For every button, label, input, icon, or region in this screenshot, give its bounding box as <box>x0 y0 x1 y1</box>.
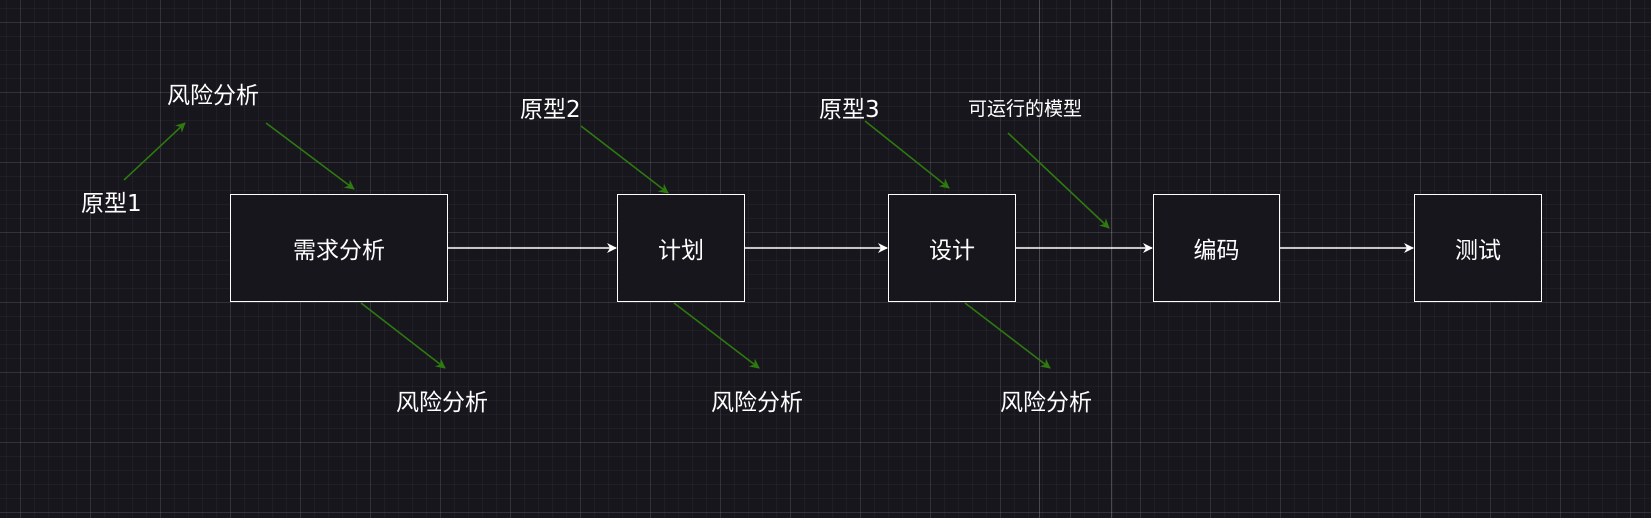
node-design-label: 设计 <box>929 238 975 264</box>
label-risk-analysis-requirements[interactable]: 风险分析 <box>396 390 488 416</box>
label-prototype2[interactable]: 原型2 <box>520 97 581 123</box>
arrow-prototype1-to-risk[interactable] <box>123 122 186 181</box>
node-design[interactable]: 设计 <box>888 194 1016 302</box>
node-coding-label: 编码 <box>1193 238 1240 264</box>
node-plan-label: 计划 <box>658 238 704 264</box>
arrow-risk-to-requirements[interactable] <box>265 122 355 190</box>
arrow-prototype3-to-design[interactable] <box>864 120 950 189</box>
arrow-plan-to-risk[interactable] <box>673 302 760 369</box>
node-requirements-label: 需求分析 <box>293 238 385 264</box>
node-requirements[interactable]: 需求分析 <box>230 194 448 302</box>
label-prototype1[interactable]: 原型1 <box>81 191 142 217</box>
arrow-model-to-coding[interactable] <box>1007 132 1110 229</box>
guide-line <box>1039 0 1040 518</box>
arrow-prototype2-to-plan[interactable] <box>580 125 669 194</box>
label-runnable-model[interactable]: 可运行的模型 <box>968 98 1083 120</box>
arrow-requirements-to-risk[interactable] <box>360 302 446 369</box>
guide-line <box>1111 0 1112 518</box>
node-plan[interactable]: 计划 <box>617 194 745 302</box>
label-risk-analysis-top[interactable]: 风险分析 <box>167 83 259 109</box>
node-coding[interactable]: 编码 <box>1153 194 1280 302</box>
label-prototype3[interactable]: 原型3 <box>819 97 880 123</box>
annotation-arrows <box>123 120 1110 369</box>
node-testing[interactable]: 测试 <box>1414 194 1542 302</box>
label-risk-analysis-plan[interactable]: 风险分析 <box>711 390 803 416</box>
label-risk-analysis-design[interactable]: 风险分析 <box>1000 390 1092 416</box>
node-testing-label: 测试 <box>1455 238 1501 264</box>
arrow-design-to-risk[interactable] <box>964 302 1051 369</box>
